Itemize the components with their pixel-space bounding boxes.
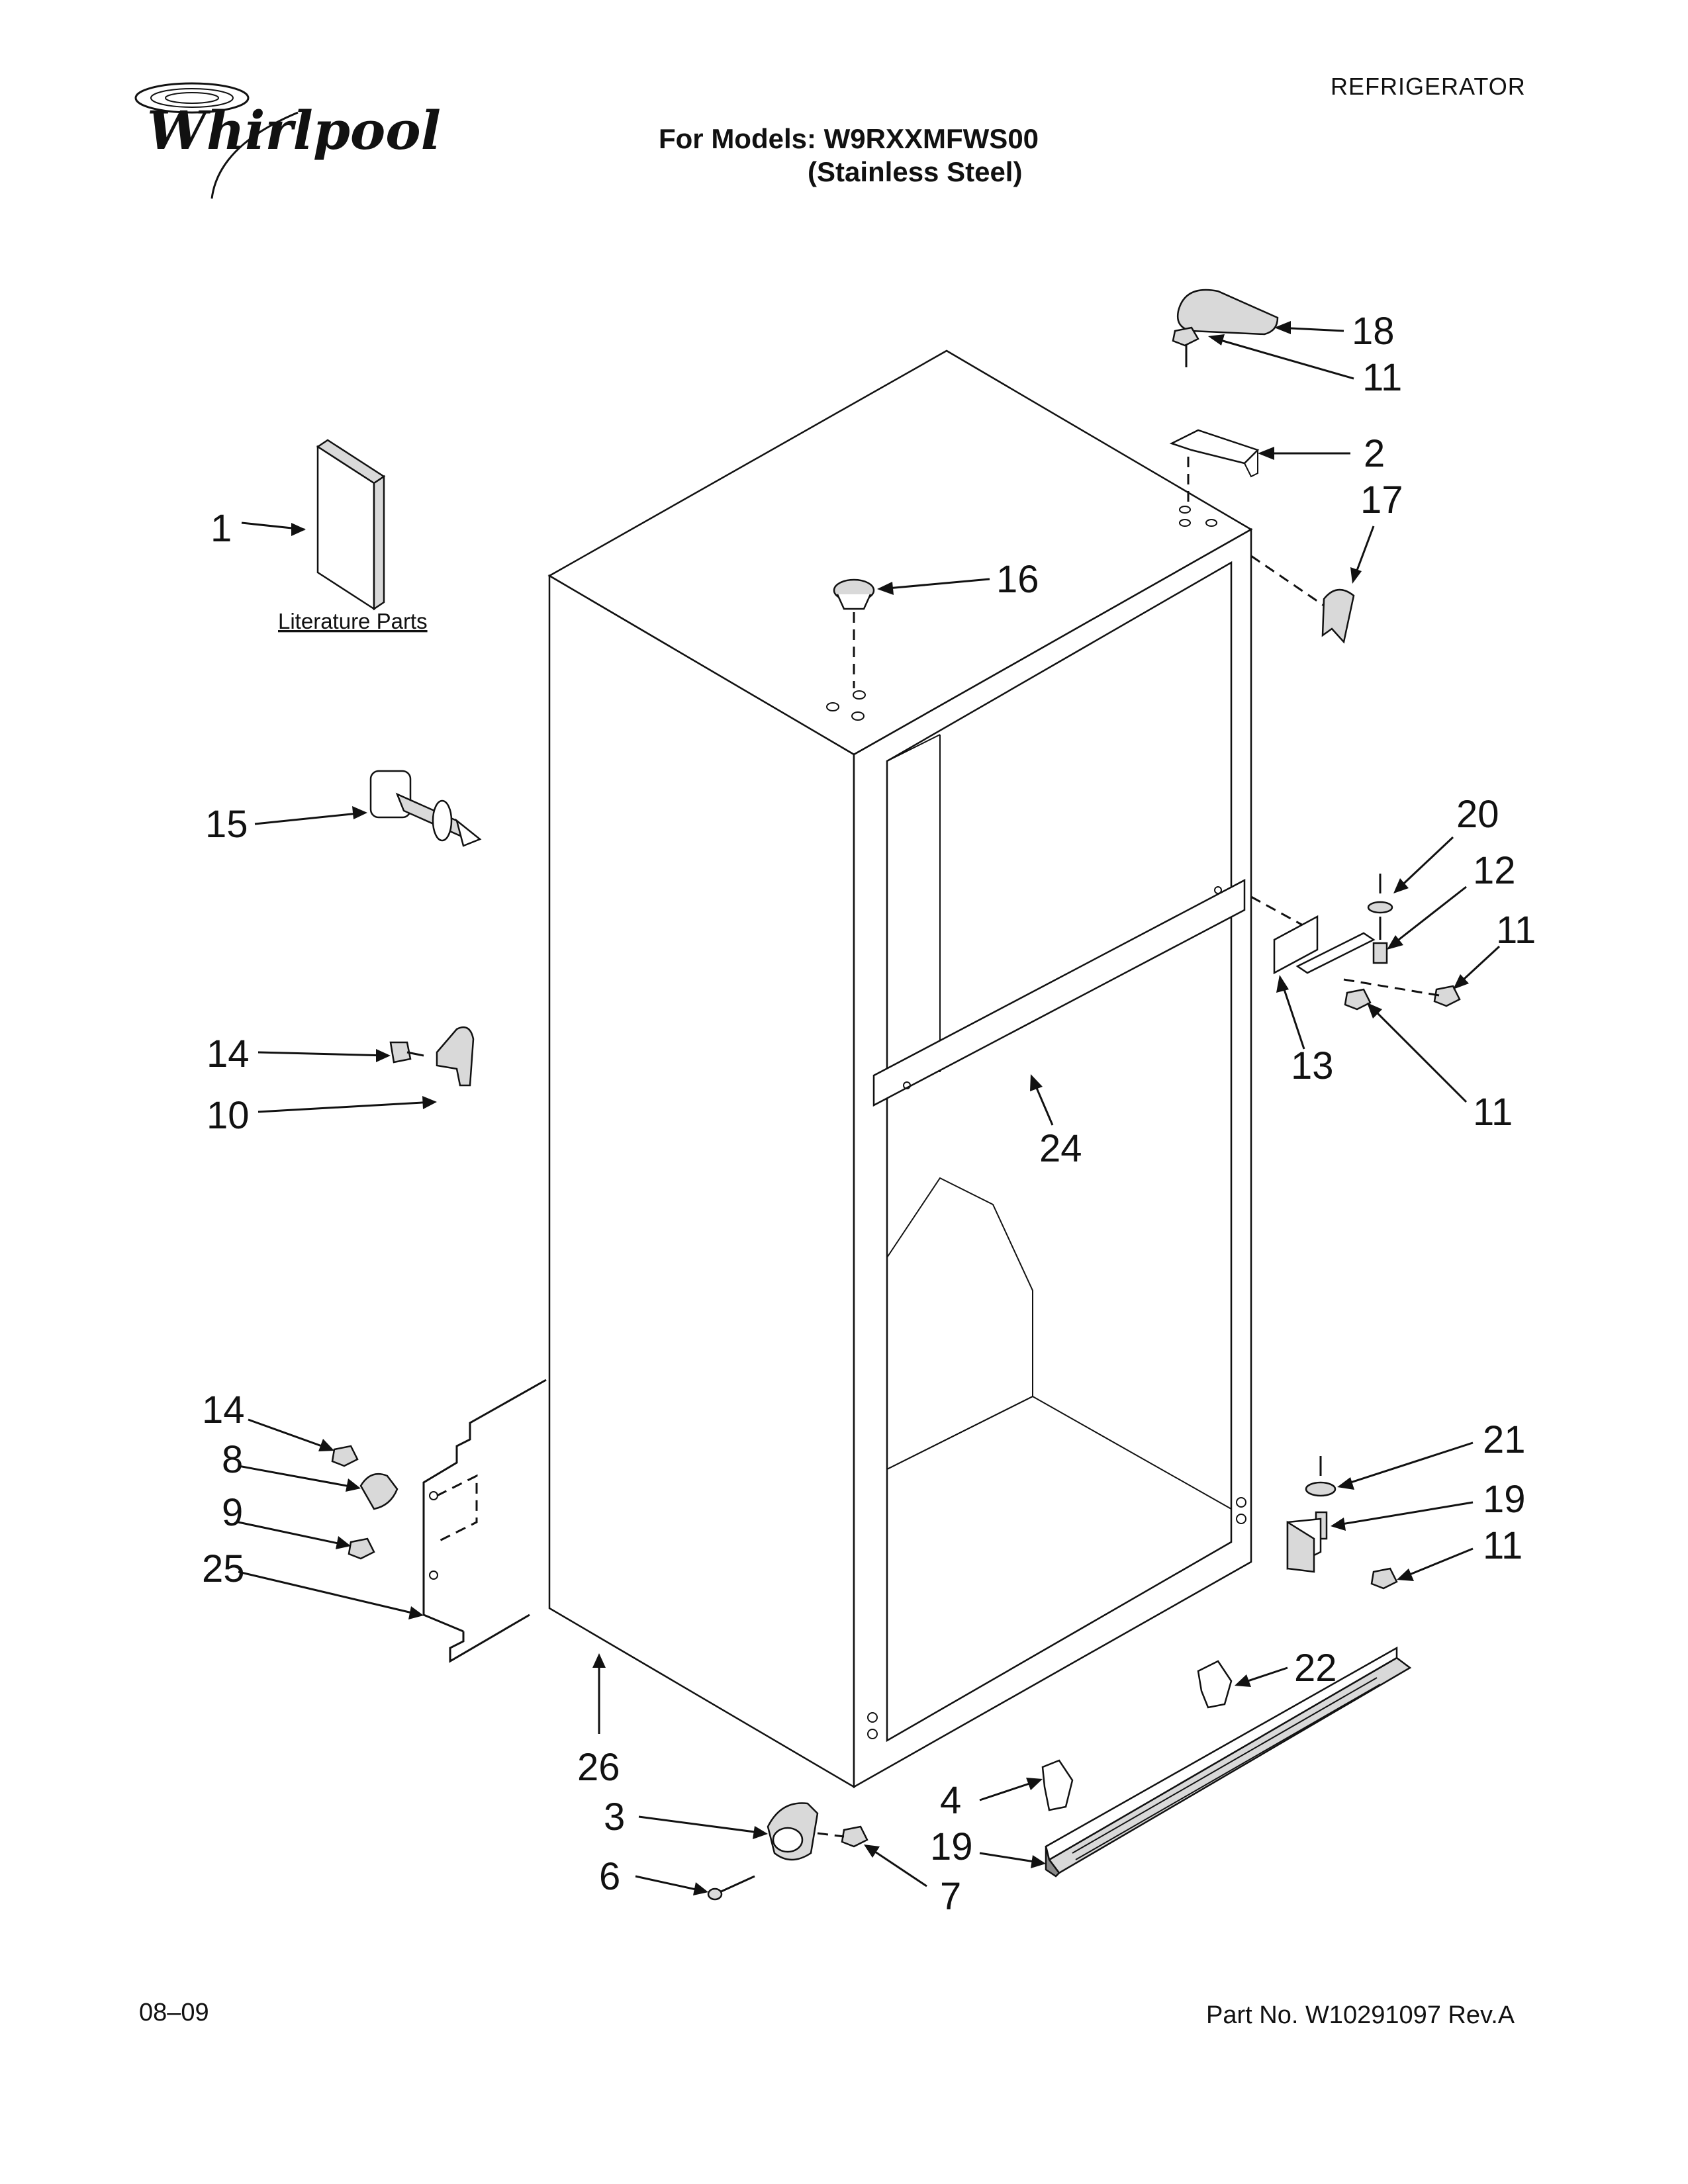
axle-pin-part — [707, 1875, 755, 1901]
callout-2: 2 — [1364, 432, 1385, 475]
callout-9: 9 — [222, 1491, 243, 1534]
center-hinge-part — [1273, 874, 1461, 1011]
callout-14: 14 — [207, 1032, 250, 1075]
callout-10: 10 — [207, 1094, 250, 1137]
callout-numbers: 1 18 11 2 17 16 15 20 12 11 13 11 24 14 … — [202, 310, 1536, 1918]
callout-14: 14 — [202, 1388, 245, 1432]
category-label: REFRIGERATOR — [1331, 73, 1526, 100]
callout-3: 3 — [604, 1796, 625, 1839]
callout-19: 19 — [930, 1825, 973, 1868]
finish-line: (Stainless Steel) — [808, 156, 1023, 187]
screw-part — [1172, 326, 1199, 367]
screw-part-upper — [389, 1041, 424, 1064]
callout-20: 20 — [1456, 793, 1499, 836]
toe-grille-part — [1045, 1646, 1412, 1878]
brand-logo: Whirlpool — [134, 82, 441, 199]
refrigerator-cabinet — [547, 349, 1253, 1789]
callout-15: 19 — [1483, 1478, 1526, 1521]
part-number: Part No. W10291097 Rev.A — [1206, 2001, 1515, 2029]
callout-16: 15 — [205, 803, 248, 846]
plug-part — [833, 578, 875, 610]
literature-parts-label: Literature Parts — [278, 609, 428, 633]
top-hinge-part — [1169, 429, 1260, 478]
callout-11: 11 — [1362, 356, 1402, 399]
callout-13: 13 — [1291, 1044, 1334, 1087]
side-clip-part — [1041, 1759, 1074, 1811]
grille-clip-part — [1197, 1660, 1233, 1709]
callout-11: 11 — [1473, 1091, 1513, 1134]
bottom-hinge-part — [1286, 1456, 1398, 1590]
mounting-screw-part — [841, 1825, 868, 1848]
literature-parts-part: Literature Parts — [278, 439, 428, 633]
left-bracket-part — [422, 1379, 547, 1663]
callout-6: 6 — [599, 1855, 620, 1898]
roller-part — [767, 1802, 819, 1861]
callout-11: 11 — [1483, 1524, 1523, 1567]
callout-8: 8 — [222, 1438, 243, 1481]
callout-26: 26 — [577, 1746, 620, 1789]
bracket-part-upper — [436, 1026, 475, 1087]
callout-23: 18 — [1352, 310, 1395, 353]
callout-22: 22 — [1294, 1647, 1337, 1690]
callout-21: 21 — [1483, 1418, 1526, 1461]
callout-1: 1 — [211, 507, 232, 550]
hinge-cover-part — [1176, 289, 1279, 336]
callout-25: 25 — [202, 1547, 245, 1590]
callout-18: 17 — [1360, 478, 1403, 522]
models-line: For Models: W9RXXMFWS00 — [659, 123, 1039, 154]
callout-7: 7 — [940, 1875, 961, 1918]
callout-12: 12 — [1473, 849, 1516, 892]
callout-4: 4 — [940, 1779, 961, 1822]
date-code: 08–09 — [139, 1999, 209, 2026]
door-stop-part — [369, 770, 482, 847]
callout-leaders — [238, 321, 1501, 1895]
brand-wordmark: Whirlpool — [147, 99, 441, 161]
callout-11: 11 — [1496, 909, 1536, 952]
roller-bracket-part — [331, 1445, 399, 1560]
callout-17: 16 — [996, 558, 1039, 601]
callout-24: 24 — [1039, 1127, 1082, 1170]
hinge-cap-part — [1321, 589, 1355, 644]
